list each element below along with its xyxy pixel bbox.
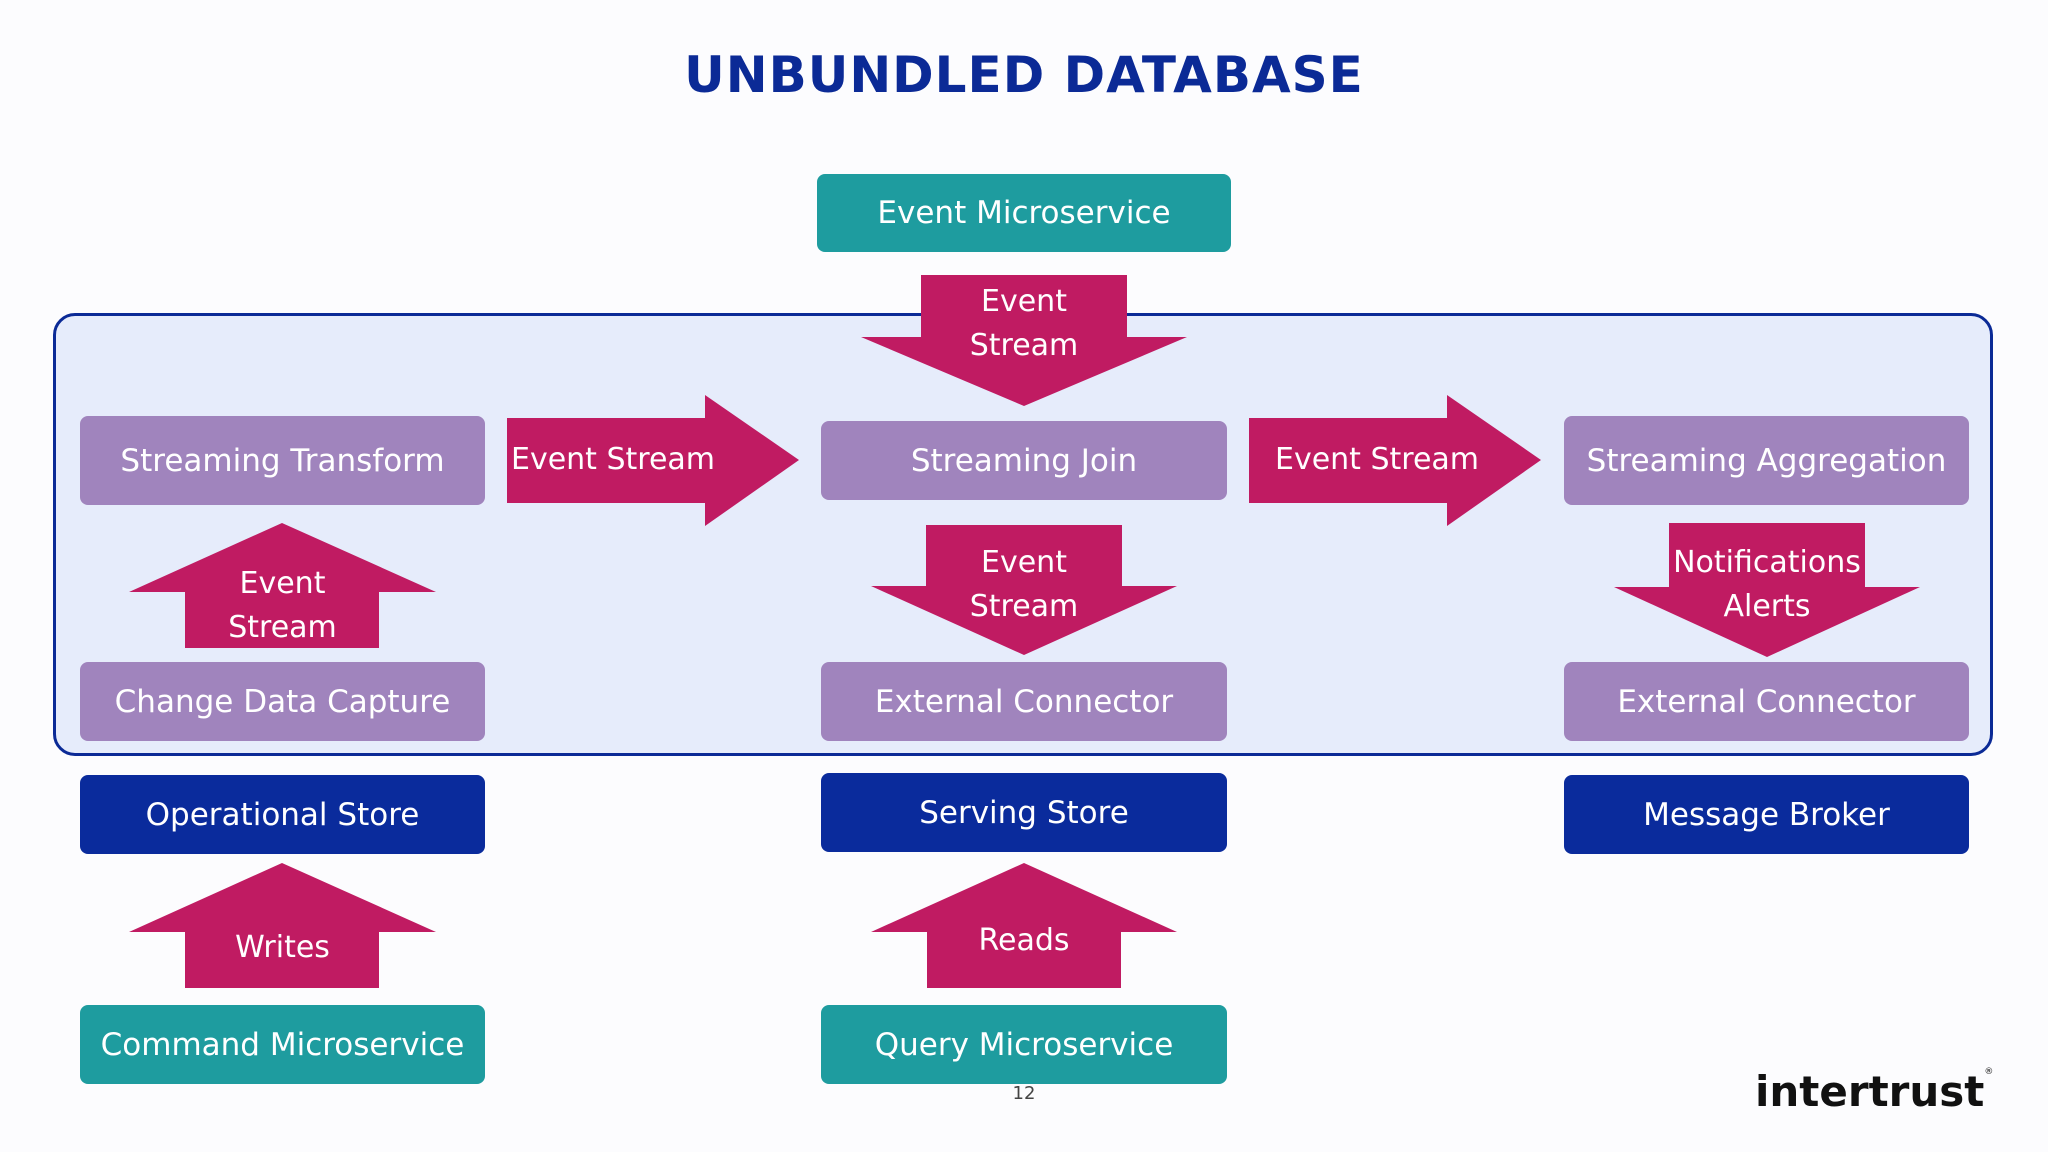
reads-up-arrow: Reads bbox=[871, 863, 1177, 988]
event-stream-right-arrow-left: Event Stream bbox=[507, 395, 799, 526]
arrow-label-line1: Event bbox=[981, 545, 1067, 580]
page-number: 12 bbox=[1012, 1083, 1036, 1104]
arrow-label: Event Stream bbox=[1274, 442, 1480, 477]
arrow-label-line2: Alerts bbox=[1723, 589, 1811, 624]
event-stream-up-arrow-left: Event Stream bbox=[129, 523, 436, 648]
message-broker-label: Message Broker bbox=[1643, 796, 1890, 833]
change-data-capture-box: Change Data Capture bbox=[80, 662, 485, 741]
reads-label: Reads bbox=[978, 923, 1070, 958]
streaming-transform-label: Streaming Transform bbox=[120, 442, 445, 479]
streaming-transform-box: Streaming Transform bbox=[80, 416, 485, 505]
event-stream-down-arrow-top: Event Stream bbox=[861, 275, 1187, 406]
message-broker-box: Message Broker bbox=[1564, 775, 1969, 854]
writes-up-arrow: Writes bbox=[129, 863, 436, 988]
streaming-join-box: Streaming Join bbox=[821, 421, 1227, 500]
event-stream-down-arrow-mid: Event Stream bbox=[871, 525, 1177, 655]
arrow-label-line2: Stream bbox=[969, 589, 1079, 624]
arrow-label-line1: Event bbox=[239, 566, 326, 601]
serving-store-box: Serving Store bbox=[821, 773, 1227, 852]
command-microservice-box: Command Microservice bbox=[80, 1005, 485, 1084]
arrow-label-line1: Notifications bbox=[1673, 545, 1861, 580]
arrow-label-line2: Stream bbox=[969, 328, 1079, 363]
streaming-aggregation-box: Streaming Aggregation bbox=[1564, 416, 1969, 505]
serving-store-label: Serving Store bbox=[919, 794, 1129, 831]
command-microservice-label: Command Microservice bbox=[100, 1026, 465, 1063]
notifications-alerts-down-arrow: Notifications Alerts bbox=[1614, 523, 1920, 657]
streaming-aggregation-label: Streaming Aggregation bbox=[1586, 442, 1947, 479]
operational-store-label: Operational Store bbox=[145, 796, 420, 833]
event-microservice-label: Event Microservice bbox=[877, 195, 1171, 231]
event-stream-right-arrow-right: Event Stream bbox=[1249, 395, 1541, 526]
external-connector-mid-box: External Connector bbox=[821, 662, 1227, 741]
writes-label: Writes bbox=[235, 930, 330, 965]
arrow-label: Event Stream bbox=[510, 442, 716, 477]
arrow-label-line1: Event bbox=[981, 284, 1067, 319]
operational-store-box: Operational Store bbox=[80, 775, 485, 854]
query-microservice-box: Query Microservice bbox=[821, 1005, 1227, 1084]
arrow-label-line2: Stream bbox=[228, 610, 337, 645]
intertrust-logo: intertrust® bbox=[1755, 1067, 1994, 1116]
external-connector-right-box: External Connector bbox=[1564, 662, 1969, 741]
external-connector-mid-label: External Connector bbox=[874, 683, 1174, 720]
logo-text: intertrust bbox=[1755, 1067, 1985, 1116]
event-microservice-box: Event Microservice bbox=[817, 174, 1231, 252]
external-connector-right-label: External Connector bbox=[1617, 683, 1916, 720]
change-data-capture-label: Change Data Capture bbox=[114, 683, 451, 720]
page-title: UNBUNDLED DATABASE bbox=[684, 46, 1364, 104]
query-microservice-label: Query Microservice bbox=[874, 1026, 1174, 1063]
streaming-join-label: Streaming Join bbox=[910, 442, 1138, 479]
